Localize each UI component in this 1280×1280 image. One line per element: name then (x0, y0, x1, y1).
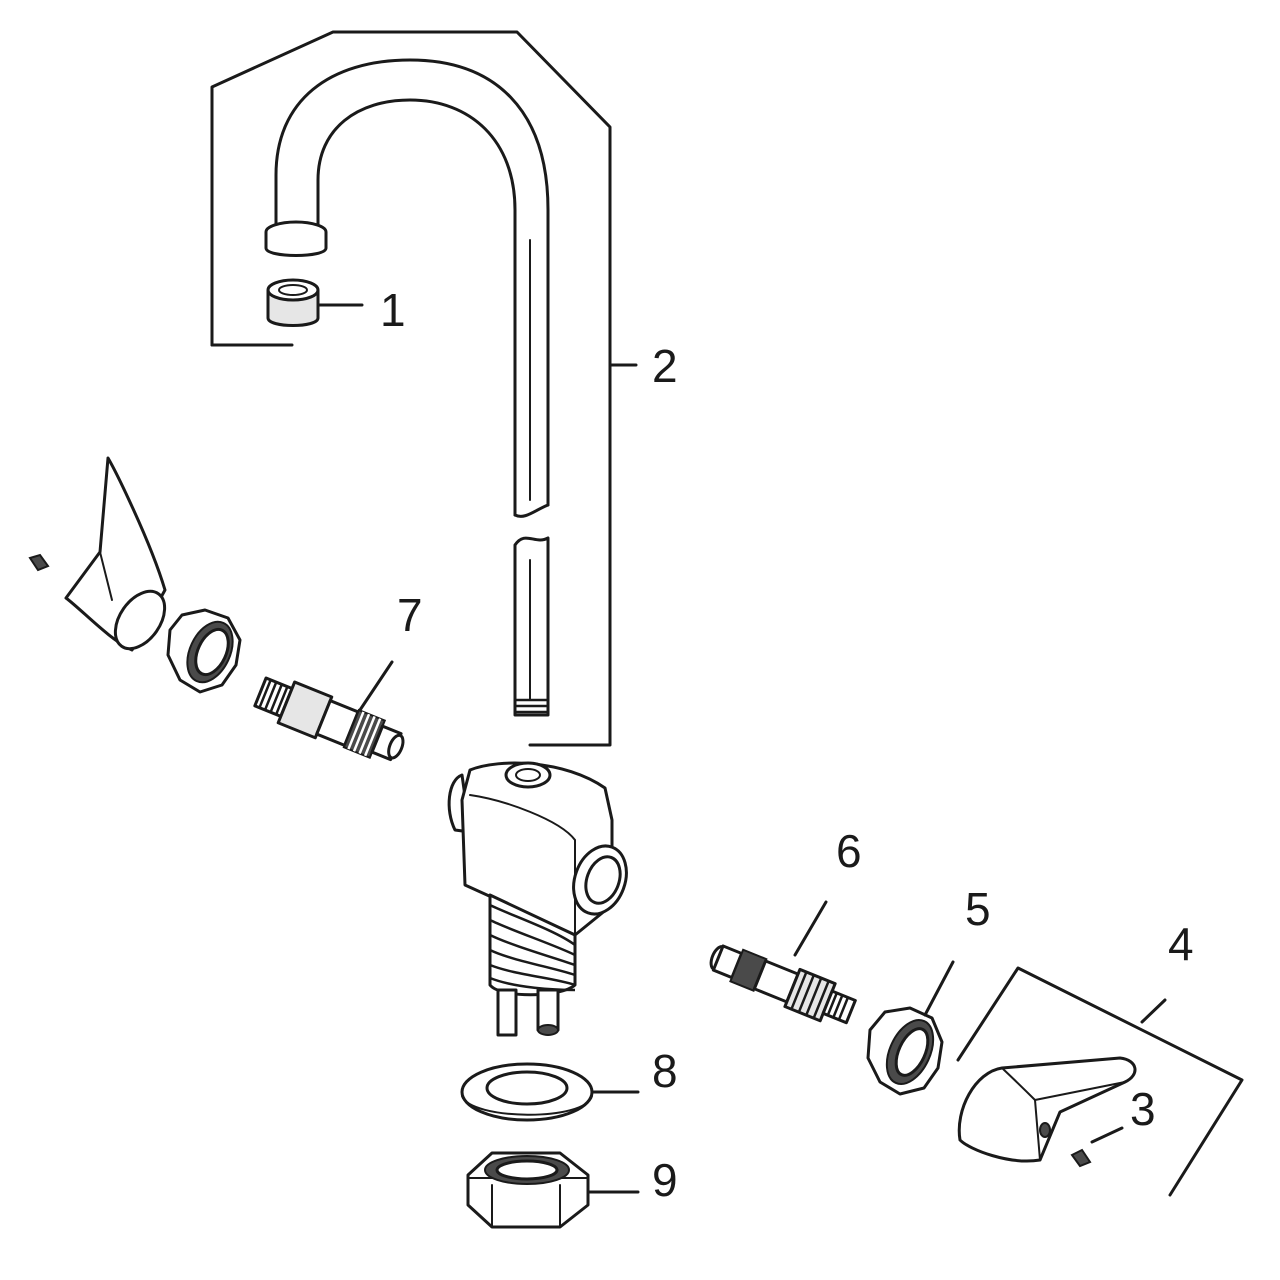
bonnet-nut-icon (166, 608, 242, 694)
callout-9: 9 (652, 1154, 678, 1206)
callout-8: 8 (652, 1045, 678, 1097)
callout-1: 1 (380, 284, 406, 336)
valve-cartridge-icon (709, 944, 857, 1025)
bonnet-nut-icon (866, 1006, 944, 1096)
callout-2: 2 (652, 340, 678, 392)
callout-7: 7 (397, 589, 423, 641)
hex-locknut-icon (466, 1151, 640, 1229)
handle-screw-icon (28, 553, 50, 572)
lever-handle-icon (64, 456, 167, 652)
faucet-body-icon (447, 761, 628, 1037)
callout-6: 6 (836, 825, 862, 877)
aerator-icon (266, 278, 364, 327)
washer-icon (460, 1062, 640, 1122)
callout-5: 5 (965, 883, 991, 935)
callout-leader-5 (923, 960, 955, 1017)
callout-leader-7 (358, 660, 394, 712)
callout-leader-6 (793, 900, 828, 957)
lever-handle-icon (957, 1056, 1137, 1163)
spout-assembly-bracket (210, 30, 612, 747)
callout-4: 4 (1168, 918, 1194, 970)
handle-assembly-bracket (956, 966, 1244, 1197)
callout-3: 3 (1130, 1083, 1156, 1135)
handle-screw-icon (1070, 1126, 1124, 1168)
valve-cartridge-icon (253, 676, 405, 762)
gooseneck-spout-icon (264, 58, 550, 717)
